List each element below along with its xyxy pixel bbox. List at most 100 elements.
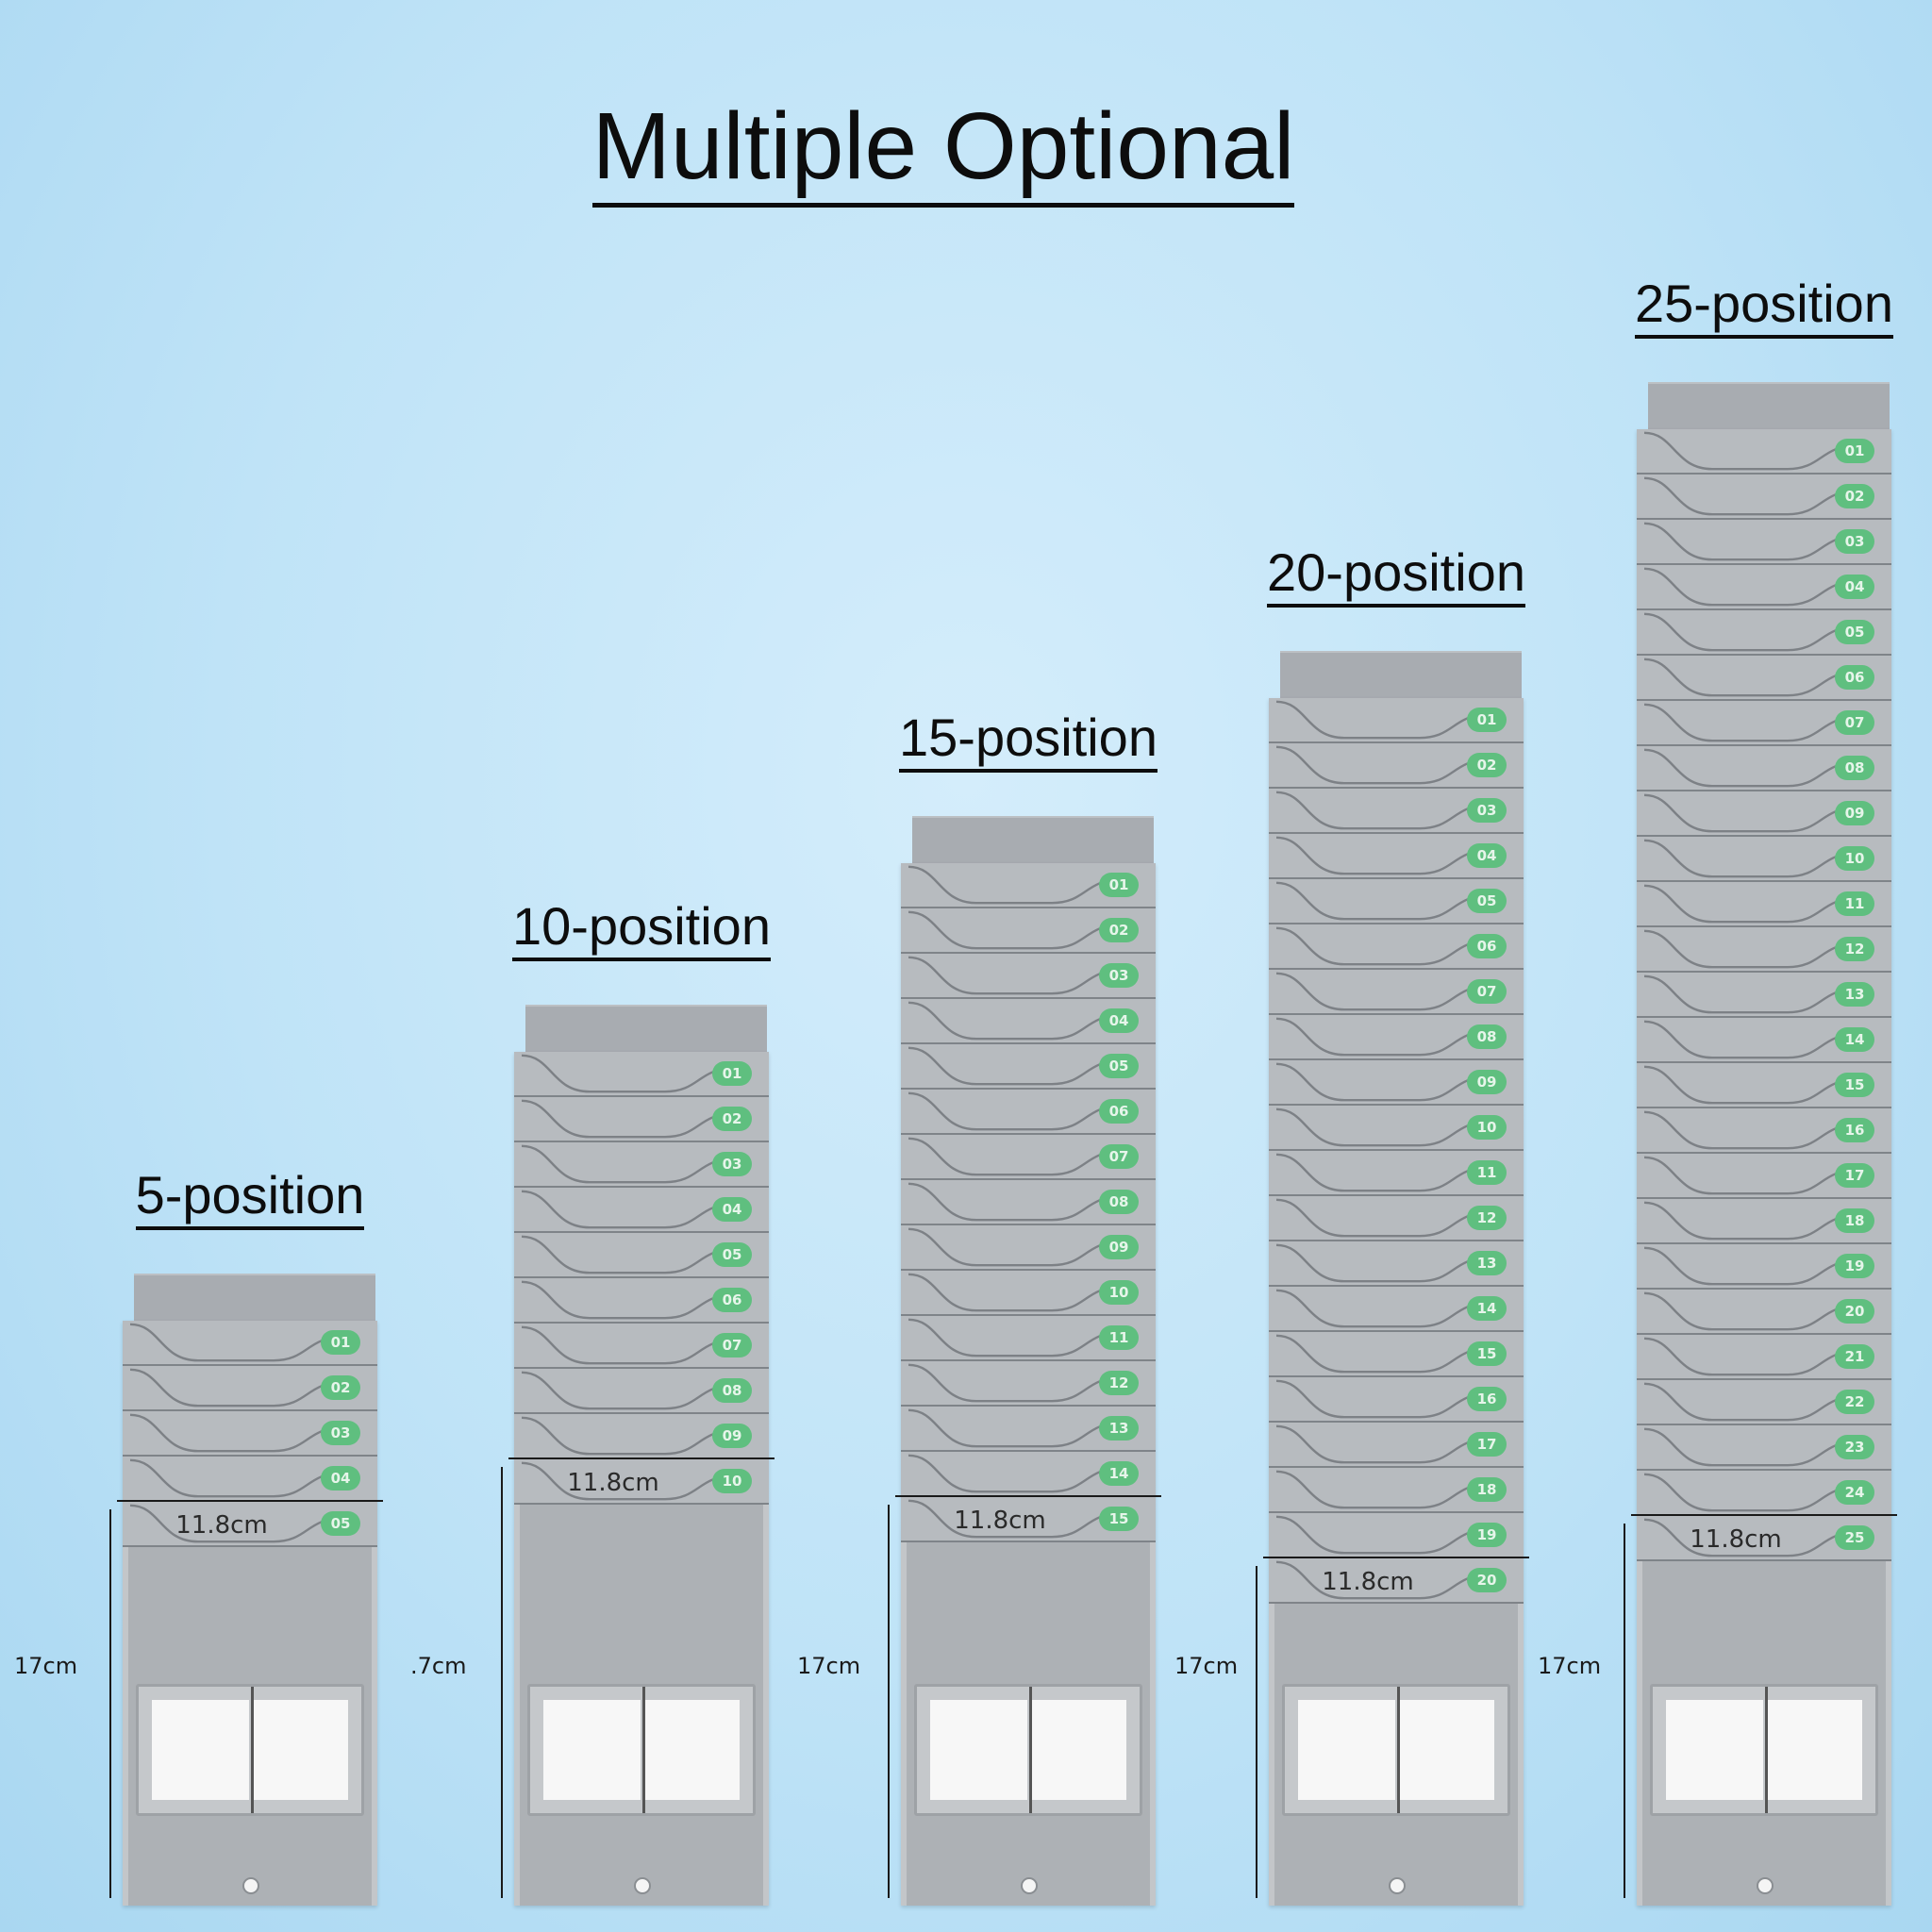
card-pocket[interactable]: 24 — [1637, 1471, 1891, 1516]
card-pocket[interactable]: 01 — [514, 1052, 769, 1097]
card-pocket[interactable]: 02 — [1637, 475, 1891, 520]
position-tag: 14 — [1099, 1461, 1139, 1486]
card-pocket[interactable]: 04 — [901, 999, 1156, 1044]
card-pocket[interactable]: 04 — [514, 1188, 769, 1233]
card-pocket[interactable]: 25 — [1637, 1516, 1891, 1561]
card-pocket[interactable]: 05 — [514, 1233, 769, 1278]
card-pocket[interactable]: 17 — [1637, 1154, 1891, 1199]
card-pocket[interactable]: 16 — [1637, 1108, 1891, 1154]
card-pocket[interactable]: 15 — [1637, 1063, 1891, 1108]
card-pocket[interactable]: 07 — [901, 1135, 1156, 1180]
card-pocket[interactable]: 14 — [901, 1452, 1156, 1497]
width-label: 11.8cm — [175, 1511, 268, 1540]
position-tag: 01 — [712, 1061, 752, 1086]
pocket-edge — [1275, 1153, 1487, 1192]
card-pocket[interactable]: 02 — [123, 1366, 377, 1411]
card-pocket[interactable]: 11 — [1269, 1151, 1524, 1196]
card-pocket[interactable]: 15 — [1269, 1332, 1524, 1377]
height-label: 17cm — [1174, 1653, 1239, 1679]
card-pocket[interactable]: 03 — [1269, 789, 1524, 834]
rack-label-text: 20-position — [1267, 542, 1525, 608]
card-pocket[interactable]: 08 — [901, 1180, 1156, 1225]
card-pocket[interactable]: 06 — [901, 1090, 1156, 1135]
card-pocket[interactable]: 09 — [901, 1225, 1156, 1271]
card-pocket[interactable]: 18 — [1269, 1468, 1524, 1513]
pocket-curve — [908, 910, 1119, 950]
card-pocket[interactable]: 05 — [1269, 879, 1524, 924]
pocket-curve — [1275, 700, 1487, 740]
position-tag: 02 — [321, 1375, 360, 1400]
card-pocket[interactable]: 06 — [514, 1278, 769, 1324]
card-pocket[interactable]: 20 — [1637, 1290, 1891, 1335]
card-pocket[interactable]: 17 — [1269, 1423, 1524, 1468]
card-pocket[interactable]: 02 — [901, 908, 1156, 954]
pocket-curve — [1643, 1337, 1855, 1376]
card-pocket[interactable]: 03 — [514, 1142, 769, 1188]
card-pocket[interactable]: 15 — [901, 1497, 1156, 1542]
card-pocket[interactable]: 14 — [1637, 1018, 1891, 1063]
pocket-curve — [1275, 1017, 1487, 1057]
card-pocket[interactable]: 22 — [1637, 1380, 1891, 1425]
rack-label-text: 10-position — [512, 896, 771, 961]
pocket-curve — [521, 1190, 732, 1229]
card-pocket[interactable]: 08 — [1269, 1015, 1524, 1060]
card-pocket[interactable]: 02 — [514, 1097, 769, 1142]
card-pocket[interactable]: 14 — [1269, 1287, 1524, 1332]
card-window — [136, 1684, 364, 1816]
card-pocket[interactable]: 06 — [1637, 656, 1891, 701]
card-pocket[interactable]: 03 — [901, 954, 1156, 999]
card-pocket[interactable]: 05 — [123, 1502, 377, 1547]
card-pocket[interactable]: 01 — [1269, 698, 1524, 743]
card-pocket[interactable]: 10 — [1269, 1106, 1524, 1151]
card-pocket[interactable]: 08 — [514, 1369, 769, 1414]
rack-label-4: 20-position — [1231, 542, 1561, 608]
pocket-edge — [1275, 1198, 1487, 1238]
card-pocket[interactable]: 21 — [1637, 1335, 1891, 1380]
card-pocket[interactable]: 03 — [1637, 520, 1891, 565]
card-pocket[interactable]: 05 — [901, 1044, 1156, 1090]
card-pocket[interactable]: 01 — [901, 863, 1156, 908]
card-pocket[interactable]: 07 — [1269, 970, 1524, 1015]
card-pocket[interactable]: 10 — [901, 1271, 1156, 1316]
card-pocket[interactable]: 06 — [1269, 924, 1524, 970]
card-pocket[interactable]: 13 — [1637, 973, 1891, 1018]
card-pocket[interactable]: 02 — [1269, 743, 1524, 789]
card-pocket[interactable]: 19 — [1269, 1513, 1524, 1558]
card-pocket[interactable]: 04 — [1637, 565, 1891, 610]
card-pocket[interactable]: 07 — [1637, 701, 1891, 746]
pocket-edge — [908, 1001, 1119, 1041]
card-pocket[interactable]: 13 — [901, 1407, 1156, 1452]
card-pocket[interactable]: 12 — [1269, 1196, 1524, 1241]
card-pocket[interactable]: 19 — [1637, 1244, 1891, 1290]
card-pocket[interactable]: 18 — [1637, 1199, 1891, 1244]
card-pocket[interactable]: 20 — [1269, 1558, 1524, 1604]
card-pocket[interactable]: 01 — [123, 1321, 377, 1366]
card-pocket[interactable]: 04 — [123, 1457, 377, 1502]
card-pocket[interactable]: 05 — [1637, 610, 1891, 656]
card-pocket[interactable]: 16 — [1269, 1377, 1524, 1423]
pocket-edge — [1275, 1017, 1487, 1057]
position-tag: 07 — [1099, 1144, 1139, 1169]
card-pocket[interactable]: 09 — [1269, 1060, 1524, 1106]
rack-label-text: 15-position — [899, 708, 1158, 773]
card-pocket[interactable]: 23 — [1637, 1425, 1891, 1471]
card-pocket[interactable]: 09 — [514, 1414, 769, 1459]
card-pocket[interactable]: 10 — [1637, 837, 1891, 882]
card-pocket[interactable]: 01 — [1637, 429, 1891, 475]
card-pocket[interactable]: 11 — [1637, 882, 1891, 927]
pocket-curve — [129, 1413, 341, 1453]
card-pocket[interactable]: 10 — [514, 1459, 769, 1505]
card-pocket[interactable]: 07 — [514, 1324, 769, 1369]
card-pocket[interactable]: 11 — [901, 1316, 1156, 1361]
card-pocket[interactable]: 12 — [1637, 927, 1891, 973]
card-pocket[interactable]: 09 — [1637, 791, 1891, 837]
card-pocket[interactable]: 08 — [1637, 746, 1891, 791]
card-pocket[interactable]: 03 — [123, 1411, 377, 1457]
position-tag: 16 — [1467, 1387, 1507, 1411]
card-pocket[interactable]: 13 — [1269, 1241, 1524, 1287]
card-pocket[interactable]: 12 — [901, 1361, 1156, 1407]
card-pocket[interactable]: 04 — [1269, 834, 1524, 879]
